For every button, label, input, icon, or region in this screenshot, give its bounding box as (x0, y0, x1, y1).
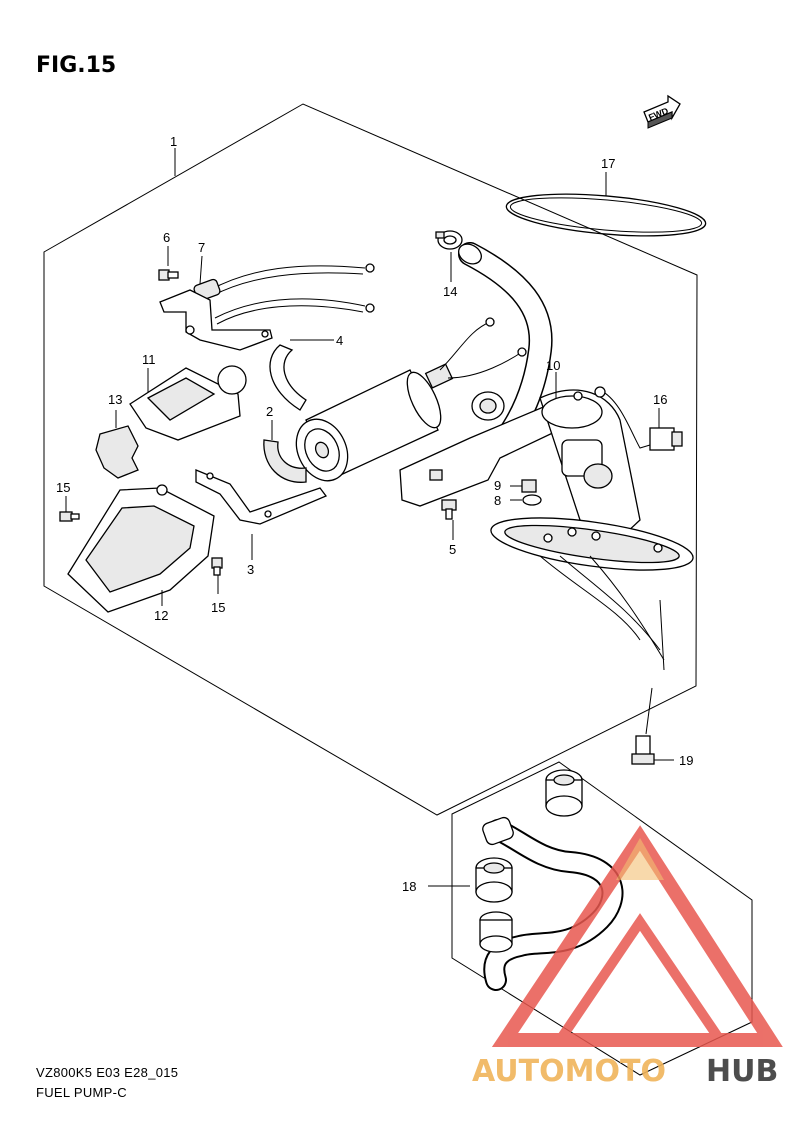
filter-cover-part (129, 365, 247, 441)
watermark-logo (491, 825, 783, 1047)
callout-5: 5 (449, 542, 456, 557)
watermark-text-primary: AUTOMOTO (472, 1054, 666, 1089)
callout-6: 6 (163, 230, 170, 245)
hose-assembly-part (475, 769, 624, 991)
screw-part (211, 557, 223, 576)
callout-4: 4 (336, 333, 343, 348)
hose-clamp-part (435, 230, 463, 250)
leader-lines (65, 148, 674, 887)
pad-part (95, 425, 139, 479)
screw-part (158, 269, 179, 281)
bolt-part (441, 499, 457, 520)
callout-12: 12 (154, 608, 168, 623)
callout-11: 11 (142, 352, 156, 367)
figure-caption: FUEL PUMP-C (36, 1085, 127, 1100)
callout-3: 3 (247, 562, 254, 577)
callout-10: 10 (546, 358, 560, 373)
fwd-arrow-icon: FWD (643, 94, 681, 129)
flange-plate-part (490, 517, 694, 671)
callout-2: 2 (266, 404, 273, 419)
callout-1: 1 (170, 134, 177, 149)
callout-18: 18 (402, 879, 416, 894)
o-ring-part (505, 193, 707, 237)
model-code: VZ800K5 E03 E28_015 (36, 1065, 178, 1080)
washer-part (522, 494, 542, 506)
callout-13: 13 (108, 392, 122, 407)
bracket-part (159, 289, 273, 351)
lead-wire-part (193, 263, 375, 325)
clip-part (269, 339, 310, 411)
assembly-boundary (43, 103, 698, 816)
callout-16: 16 (653, 392, 667, 407)
watermark-text-secondary: HUB (706, 1054, 778, 1089)
callout-15b: 15 (211, 600, 225, 615)
screw-part (59, 511, 80, 522)
callout-19: 19 (679, 753, 693, 768)
pump-bracket-part (195, 469, 328, 525)
callout-9: 9 (494, 478, 501, 493)
pump-body-part (399, 389, 641, 547)
figure-title: FIG.15 (36, 53, 116, 78)
connector-part (594, 386, 683, 451)
bolt-part (631, 735, 655, 765)
callout-8: 8 (494, 493, 501, 508)
fuel-pump-part (295, 317, 527, 482)
callout-17: 17 (601, 156, 615, 171)
nut-part (521, 479, 537, 493)
callout-7: 7 (198, 240, 205, 255)
watermark-text: AUTOMOTO HUB (472, 1054, 778, 1089)
callout-15a: 15 (56, 480, 70, 495)
callout-labels: 1 2 3 4 5 6 7 8 9 10 11 12 13 14 15 15 1… (56, 134, 693, 894)
guard-part (67, 484, 215, 613)
callout-14: 14 (443, 284, 457, 299)
